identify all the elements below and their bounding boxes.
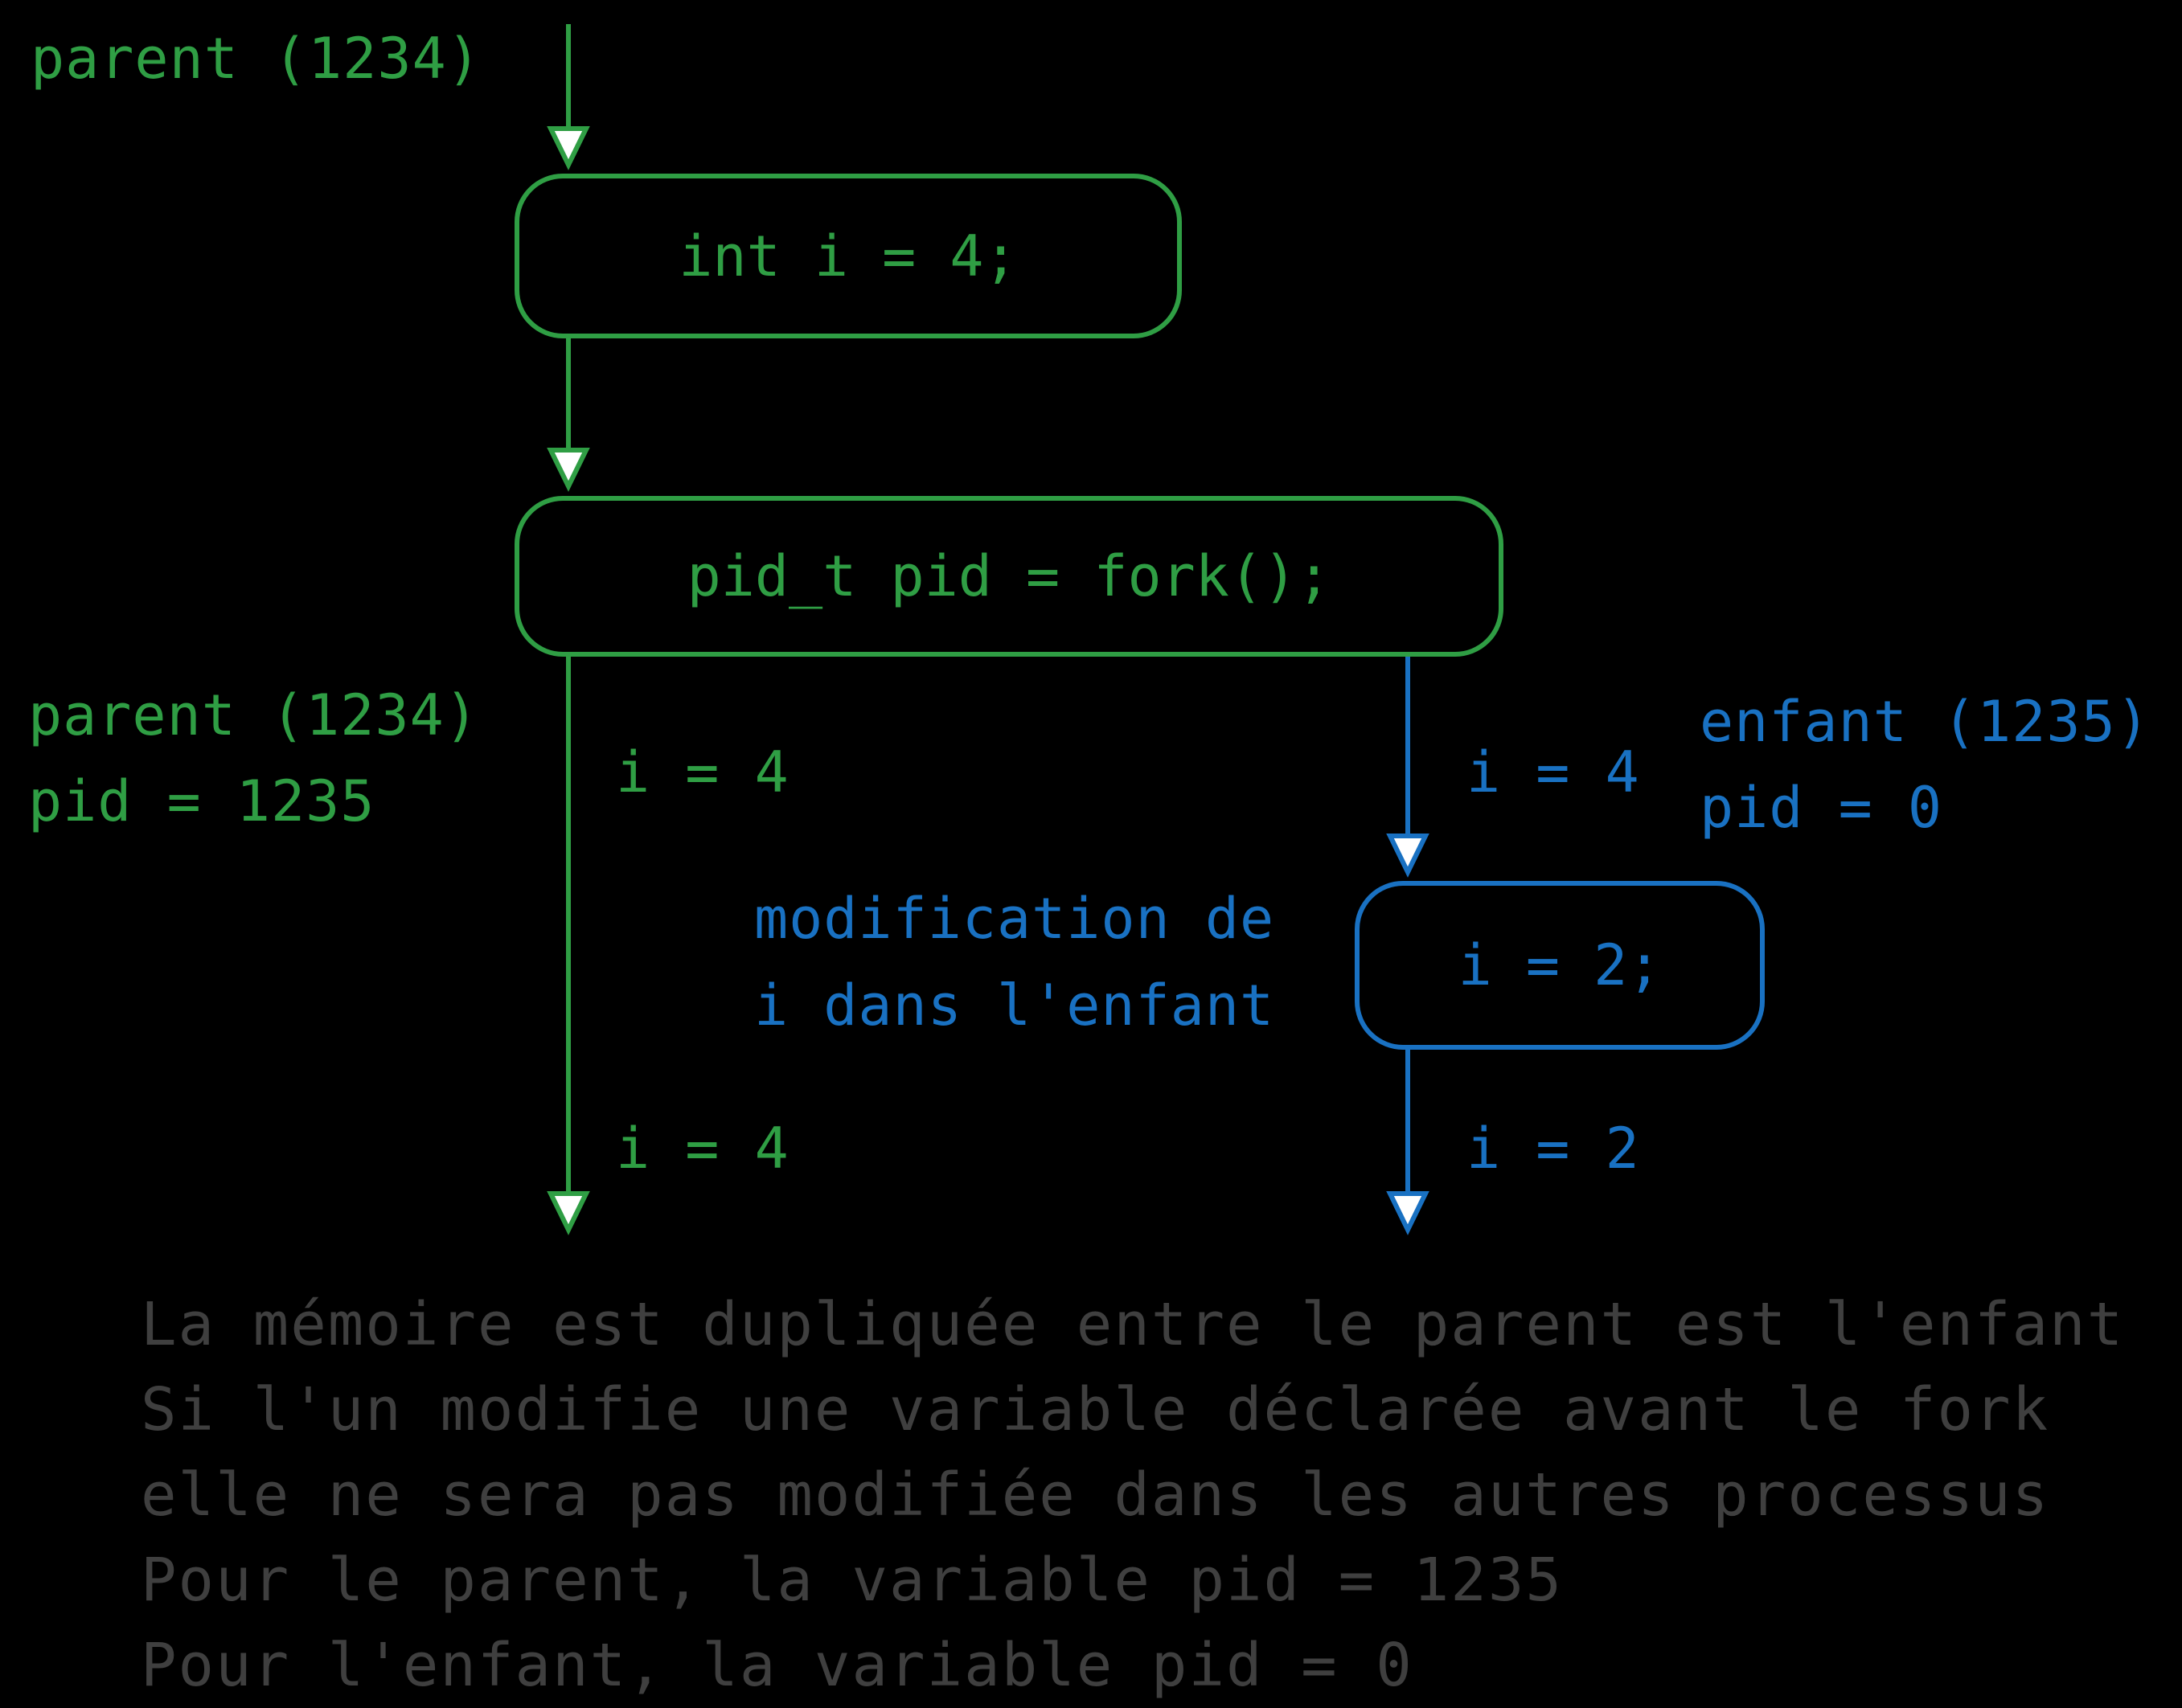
- parent-branch-name-label: parent (1234): [28, 682, 479, 748]
- explanation-line: La mémoire est dupliquée entre le parent…: [141, 1290, 2125, 1359]
- arrowhead-into-child-box-icon: [1386, 834, 1429, 878]
- parent-i-before-label: i = 4: [616, 739, 790, 805]
- explanation-text: La mémoire est dupliquée entre le parent…: [141, 1282, 2124, 1708]
- explanation-line: Si l'un modifie une variable déclarée av…: [141, 1375, 2050, 1444]
- explanation-line: elle ne sera pas modifiée dans les autre…: [141, 1460, 2050, 1530]
- parent-branch-pid-label: pid = 1235: [28, 768, 375, 834]
- child-i-after-label: i = 2: [1466, 1116, 1640, 1182]
- child-branch-name-label: enfant (1235): [1700, 689, 2151, 755]
- child-i-before-label: i = 4: [1466, 739, 1640, 805]
- arrowhead-into-int-box-icon: [547, 126, 590, 170]
- explanation-line: Pour le parent, la variable pid = 1235: [141, 1546, 1563, 1615]
- child-branch-pid-label: pid = 0: [1700, 775, 1943, 841]
- fork-call-text: pid_t pid = fork();: [687, 543, 1331, 609]
- modification-note-line2: i dans l'enfant: [754, 973, 1275, 1038]
- arrowhead-into-fork-box-icon: [547, 448, 590, 492]
- child-assignment-text: i = 2;: [1458, 932, 1662, 998]
- parent-end-arrowhead-icon: [547, 1191, 590, 1235]
- child-end-arrowhead-icon: [1386, 1191, 1429, 1235]
- fork-call-box: pid_t pid = fork();: [515, 496, 1503, 657]
- int-declaration-text: int i = 4;: [679, 223, 1018, 289]
- parent-top-label: parent (1234): [31, 26, 482, 92]
- parent-i-after-label: i = 4: [616, 1116, 790, 1182]
- explanation-line: Pour l'enfant, la variable pid = 0: [141, 1631, 1413, 1700]
- child-assignment-box: i = 2;: [1355, 881, 1765, 1050]
- modification-note-line1: modification de: [754, 886, 1275, 952]
- int-declaration-box: int i = 4;: [515, 174, 1182, 338]
